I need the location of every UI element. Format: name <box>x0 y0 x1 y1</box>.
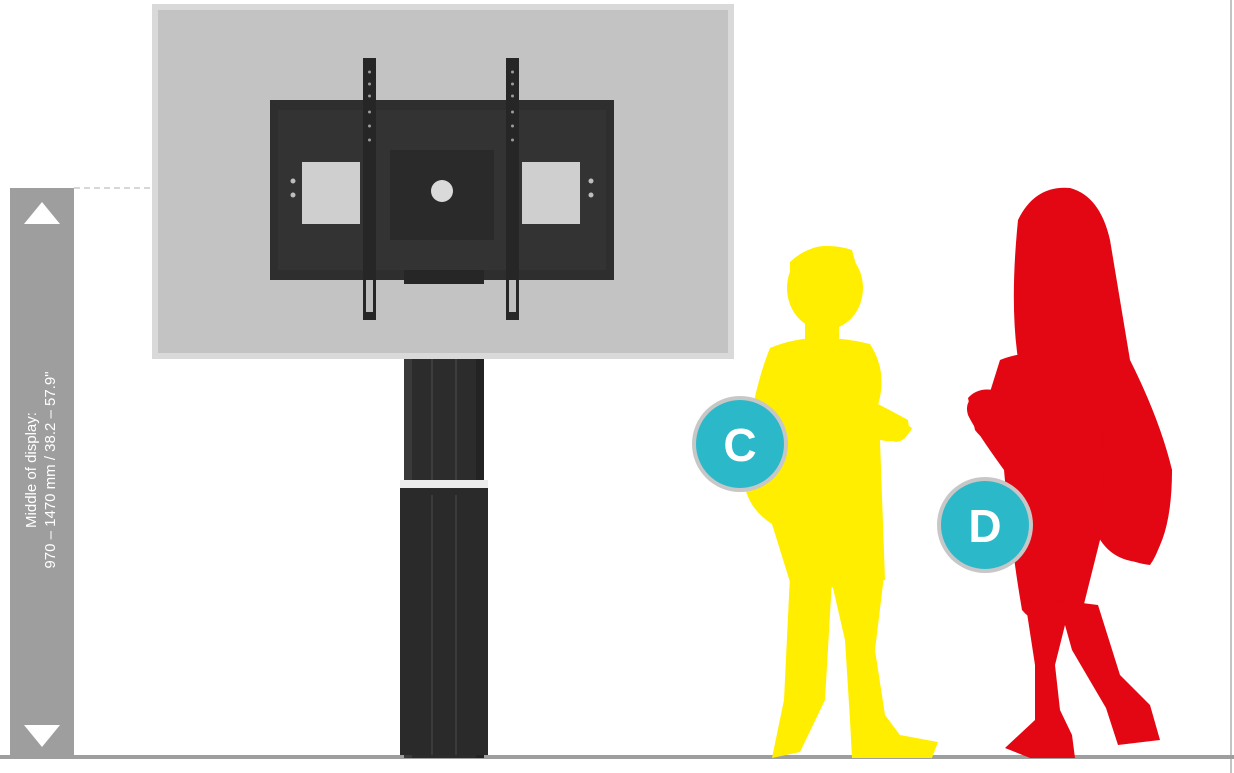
badge-c: C <box>692 396 788 492</box>
height-range-title: Middle of display: <box>23 412 40 528</box>
arrow-down-icon <box>24 725 60 747</box>
person-d-silhouette <box>966 187 1172 758</box>
height-range-indicator: Middle of display: 970 – 1470 mm / 38.2 … <box>10 188 74 755</box>
height-range-bar <box>10 188 74 755</box>
mount-center-hole <box>431 180 453 202</box>
badge-d: D <box>937 477 1033 573</box>
badge-d-label: D <box>968 500 1001 552</box>
badge-c-label: C <box>723 419 756 471</box>
vesa-rail-right <box>506 58 519 320</box>
height-range-value: 970 – 1470 mm / 38.2 – 57.9" <box>42 371 59 568</box>
mount-cutout-right <box>522 162 580 224</box>
vesa-rail-left <box>363 58 376 320</box>
floor-line <box>0 755 1234 759</box>
arrow-up-icon <box>24 202 60 224</box>
person-c-silhouette <box>742 246 938 758</box>
mount-plate <box>270 100 614 284</box>
mount-cutout-left <box>302 162 360 224</box>
